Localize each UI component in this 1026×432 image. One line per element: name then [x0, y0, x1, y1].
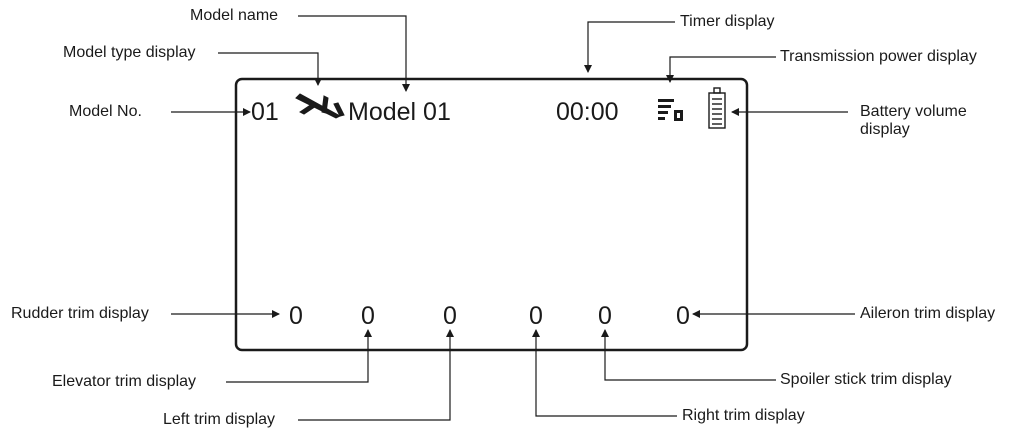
lcd-screen-frame: [234, 77, 749, 352]
label-rudder-trim: Rudder trim display: [11, 305, 149, 322]
leader-left-trim: [298, 329, 454, 421]
leader-model-name: [298, 15, 410, 92]
label-elevator-trim: Elevator trim display: [52, 373, 197, 390]
right-trim-value: 0: [529, 302, 543, 330]
spoiler-trim-value: 0: [598, 302, 612, 330]
label-battery-volume-line1: Battery volume: [860, 103, 967, 120]
signal-bars-icon: [658, 99, 683, 121]
label-model-no: Model No.: [69, 103, 142, 120]
label-aileron-trim: Aileron trim display: [860, 305, 996, 322]
leader-model-type: [218, 52, 322, 86]
leader-timer: [584, 21, 675, 73]
elevator-trim-value: 0: [361, 302, 375, 330]
leader-transmission-power: [666, 56, 776, 83]
leader-right-trim: [532, 329, 677, 417]
model-number: 01: [251, 98, 279, 126]
rudder-trim-value: 0: [289, 302, 303, 330]
label-left-trim: Left trim display: [163, 411, 276, 428]
battery-icon: [708, 87, 726, 129]
label-spoiler-trim: Spoiler stick trim display: [780, 371, 952, 388]
label-battery-volume-line2: display: [860, 121, 910, 138]
leader-elevator-trim: [226, 329, 372, 383]
left-trim-value: 0: [443, 302, 457, 330]
label-timer-display: Timer display: [680, 13, 775, 30]
leader-spoiler-trim: [601, 329, 776, 381]
label-right-trim: Right trim display: [682, 407, 805, 424]
label-model-name: Model name: [190, 7, 279, 24]
label-transmission-power-display: Transmission power display: [780, 48, 977, 65]
model-name: Model 01: [348, 98, 451, 126]
airplane-icon: [295, 93, 345, 119]
label-model-type-display: Model type display: [63, 44, 196, 61]
timer-display: 00:00: [556, 98, 619, 126]
aileron-trim-value: 0: [676, 302, 690, 330]
